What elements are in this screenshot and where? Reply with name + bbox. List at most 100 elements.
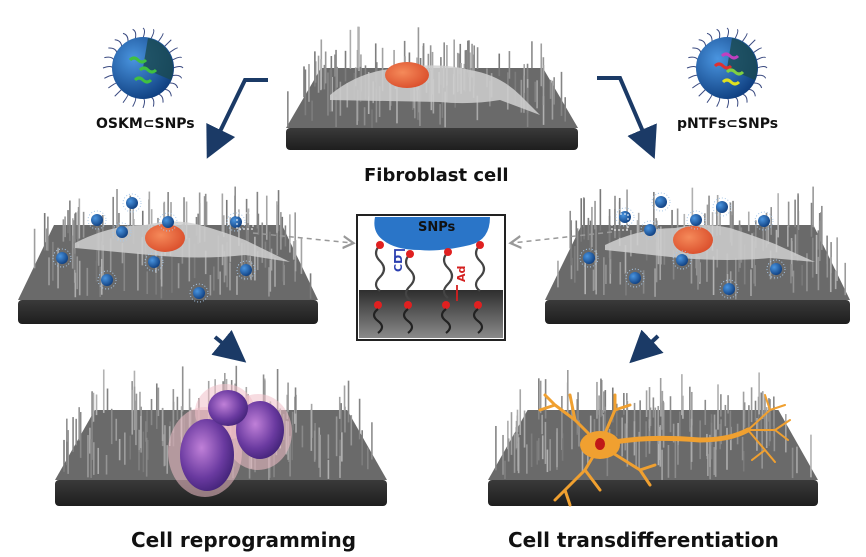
nanoparticle-halo xyxy=(625,268,645,288)
dna-strand xyxy=(725,68,745,76)
bead xyxy=(442,301,450,309)
reprogramming-substrate xyxy=(55,365,387,506)
right-fibroblast-cell xyxy=(605,225,815,262)
dna-strand xyxy=(138,66,158,74)
nanoparticle-halo xyxy=(144,252,164,272)
nanoparticle-halo xyxy=(226,212,246,232)
nanoparticle-halo xyxy=(651,192,671,212)
arrow-top-left xyxy=(206,78,268,159)
arrow-bottom-left xyxy=(211,329,247,363)
nanoparticle xyxy=(583,252,595,264)
inset-panel xyxy=(356,214,506,341)
peg-chain xyxy=(688,56,699,61)
peg-chain xyxy=(171,74,183,79)
bead xyxy=(474,301,482,309)
neuron-cell xyxy=(538,393,791,507)
surface-linker xyxy=(440,308,452,334)
peg-chain xyxy=(706,93,713,103)
peg-chain xyxy=(748,88,756,97)
peg-chain xyxy=(706,32,713,43)
nanoparticle-halo xyxy=(672,250,692,270)
polymer-linker xyxy=(374,244,386,292)
nanoparticle-halo xyxy=(754,211,774,231)
nanoparticle-halo xyxy=(579,248,599,268)
peg-chain xyxy=(164,88,172,97)
peg-chain xyxy=(122,32,129,43)
dna-strand xyxy=(721,78,741,86)
peg-chain xyxy=(142,27,145,39)
nanoparticle xyxy=(240,264,252,276)
substrate-base xyxy=(488,480,818,506)
surface-linker xyxy=(472,308,484,334)
substrate-base xyxy=(18,300,318,324)
ips-cell-cluster xyxy=(168,384,292,497)
ips-nucleus xyxy=(236,401,284,459)
nanoparticle xyxy=(116,226,128,238)
peg-chain xyxy=(747,39,756,48)
nanoparticle xyxy=(148,256,160,268)
peg-chain xyxy=(102,66,114,69)
peg-chain xyxy=(688,74,699,79)
nanoparticle-halo xyxy=(112,222,132,242)
bead xyxy=(374,301,382,309)
polymer-linker xyxy=(474,244,486,292)
ips-nucleus xyxy=(208,390,248,426)
peg-chain xyxy=(163,39,172,48)
inset-snps-label: SNPs xyxy=(418,220,456,235)
peg-chain xyxy=(150,29,155,40)
peg-chain xyxy=(741,33,748,43)
nanoparticle xyxy=(676,254,688,266)
right-dashed-connector xyxy=(512,231,613,243)
nanoparticle-halo xyxy=(122,193,142,213)
nanoparticle-halo xyxy=(766,259,786,279)
peg-chain xyxy=(168,47,178,54)
cell-reprogramming-label: Cell reprogramming xyxy=(131,528,357,552)
peg-chain xyxy=(150,96,155,107)
peg-chain xyxy=(122,93,129,103)
nanoparticle xyxy=(644,224,656,236)
nanoparticle-halo xyxy=(712,197,732,217)
nanoparticle xyxy=(629,272,641,284)
nanoparticle-halo xyxy=(615,207,635,227)
nanoparticle-halo xyxy=(686,210,706,230)
nanoparticle-halo xyxy=(87,210,107,230)
right-zoom-box xyxy=(611,213,629,231)
cd-arrow xyxy=(394,249,405,262)
peg-chain xyxy=(752,82,763,89)
peg-chain xyxy=(692,47,702,54)
inset-nanoparticle xyxy=(374,217,490,251)
peg-chain xyxy=(168,82,179,89)
peg-chain xyxy=(142,97,145,109)
np-cutaway xyxy=(143,38,174,80)
bead xyxy=(406,250,414,258)
fibroblast-cell-label: Fibroblast cell xyxy=(364,165,509,186)
np-cutaway xyxy=(727,38,758,80)
nanoparticle xyxy=(655,196,667,208)
substrate-base xyxy=(286,128,578,150)
substrate-top-surface xyxy=(488,410,818,480)
peg-chain xyxy=(157,93,164,103)
bead xyxy=(376,241,384,249)
nanoparticle-halo xyxy=(719,279,739,299)
peg-chain xyxy=(755,56,766,61)
nanoparticle xyxy=(716,201,728,213)
inset-ad-label: Ad xyxy=(455,265,468,282)
nanoparticle xyxy=(230,216,242,228)
nanoparticle xyxy=(126,197,138,209)
pntfs-snps-label: pNTFs⊂SNPs xyxy=(677,116,779,132)
nanoparticle xyxy=(758,215,770,227)
nanoparticle-halo xyxy=(97,270,117,290)
nanoparticle-halo xyxy=(158,212,178,232)
substrate-base xyxy=(545,300,850,324)
surface-linker xyxy=(402,308,414,334)
transdifferentiation-substrate xyxy=(488,369,818,506)
fibroblast-nucleus xyxy=(385,62,429,88)
peg-chain xyxy=(726,27,729,39)
bead xyxy=(476,241,484,249)
peg-chain xyxy=(755,74,767,79)
arrow-top-right xyxy=(597,76,657,160)
peg-chain xyxy=(716,28,721,40)
peg-chain xyxy=(114,39,123,47)
fibroblast-cell xyxy=(330,62,540,115)
